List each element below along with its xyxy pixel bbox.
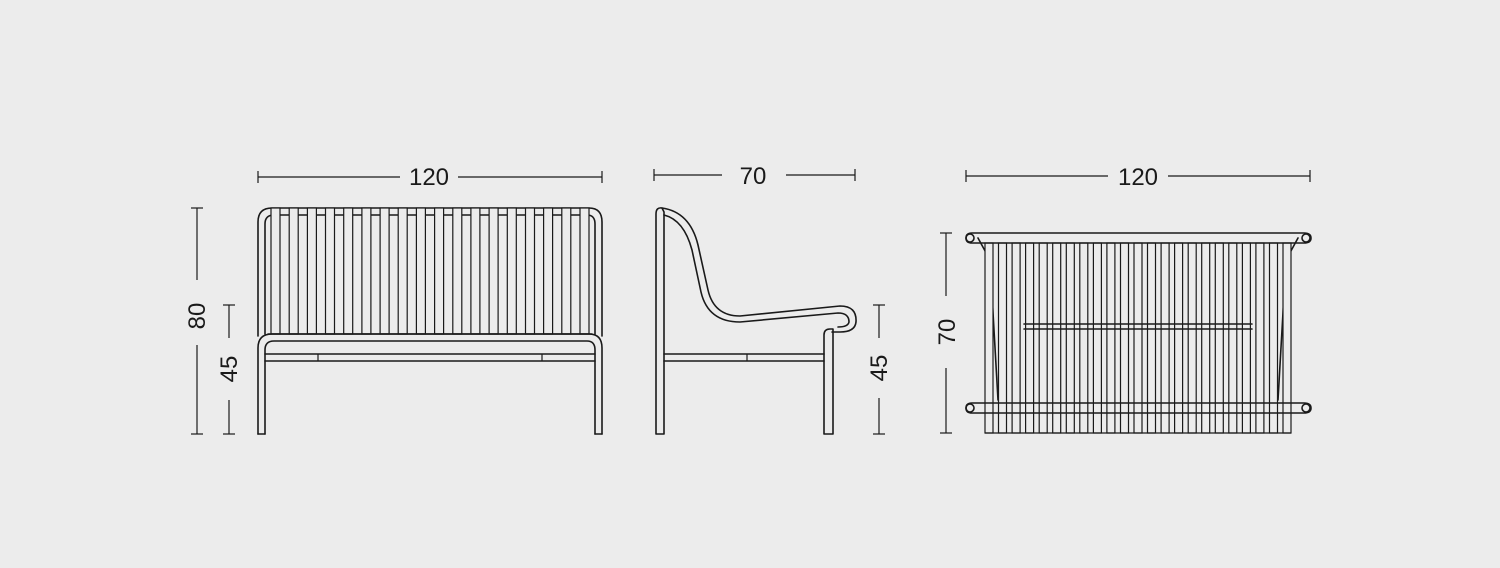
side-depth-dimension: 70 [653, 163, 856, 190]
front-slat [397, 207, 408, 335]
front-slat [270, 207, 281, 335]
front-height-dimension: 80 [184, 207, 211, 435]
top-slat [1187, 242, 1197, 434]
top-slat [1160, 242, 1170, 434]
top-slat [1038, 242, 1048, 434]
side-seat-height-dimension: 45 [866, 304, 893, 435]
top-slat [1268, 242, 1279, 434]
top-slat [1255, 242, 1265, 434]
top-slat [1092, 242, 1103, 434]
top-slat [1052, 242, 1062, 434]
top-slat [997, 242, 1008, 434]
top-slat [1241, 242, 1252, 434]
top-slat [1119, 242, 1130, 434]
front-slat [524, 207, 536, 335]
side-view: 70 45 [653, 163, 893, 435]
top-slat [1214, 242, 1224, 434]
front-slat [415, 207, 426, 335]
front-slat [542, 207, 554, 335]
front-bench-outline [257, 207, 603, 435]
top-view: 120 70 [934, 164, 1312, 434]
front-slat [343, 207, 354, 335]
side-seat-height-label: 45 [866, 355, 893, 382]
front-slat [379, 207, 390, 335]
front-slat [324, 207, 336, 335]
top-slat [1065, 242, 1075, 434]
front-slats [270, 207, 590, 335]
top-bench-outline [965, 232, 1312, 434]
top-slats [984, 242, 1292, 434]
front-view: 120 80 45 [184, 164, 603, 435]
top-slat [1106, 242, 1116, 434]
front-slat [452, 207, 463, 335]
front-slat [470, 207, 481, 335]
top-slat [1173, 242, 1184, 434]
top-width-dimension: 120 [965, 164, 1311, 191]
front-seat-height-label: 45 [216, 356, 243, 383]
front-slat [506, 207, 517, 335]
front-height-label: 80 [184, 303, 211, 330]
top-slat [1228, 242, 1238, 434]
top-depth-label: 70 [934, 319, 961, 346]
top-slat [1011, 242, 1021, 434]
top-width-label: 120 [1118, 164, 1158, 191]
front-slat [288, 207, 299, 335]
top-slat [1146, 242, 1157, 434]
front-slat [488, 207, 499, 335]
front-width-label: 120 [409, 164, 449, 191]
front-slat [561, 207, 572, 335]
top-slat [1282, 242, 1292, 434]
front-slat [361, 207, 372, 335]
front-slat [579, 207, 590, 335]
front-slat [434, 207, 445, 335]
side-bench-outline [655, 207, 857, 435]
side-depth-label: 70 [740, 163, 767, 190]
top-slat [1024, 242, 1035, 434]
top-slat [1079, 242, 1089, 434]
front-slat [306, 207, 317, 335]
top-depth-dimension: 70 [934, 232, 961, 434]
front-seat-height-dimension: 45 [216, 304, 243, 435]
top-slat [1133, 242, 1143, 434]
top-slat [984, 242, 994, 434]
top-slat [1201, 242, 1211, 434]
front-width-dimension: 120 [257, 164, 603, 191]
